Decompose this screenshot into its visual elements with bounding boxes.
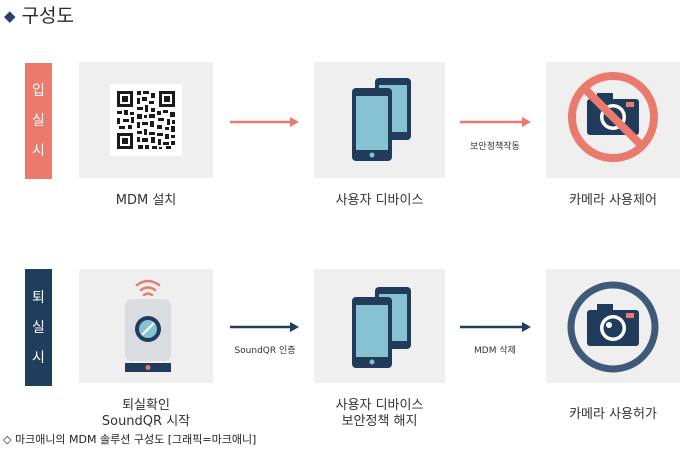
exit-step-user-device-caption-line1: 사용자 디바이스 [335,398,424,413]
exit-step-soundqr-caption-line2: SoundQR 시작 [101,414,191,429]
exit-step-camera-allowed-caption: 카메라 사용허가 [569,407,657,422]
page-title: ◆ 구성도 [4,1,74,28]
title-text: 구성도 [21,5,74,27]
exit-step-user-device-caption: 사용자 디바이스 보안정책 해지 [314,398,445,430]
entry-arrow-1 [230,117,299,127]
exit-arrow-1 [230,322,299,332]
entry-step-camera-control-panel [546,62,680,178]
entry-step-mdm-install-caption: MDM 설치 [115,193,177,208]
figure-caption: ◇ 마크애니의 MDM 솔루션 구성도 [그래픽=마크애니] [3,433,257,446]
entry-step-user-device-panel [314,62,445,178]
entry-step-user-device-caption: 사용자 디바이스 [335,193,424,208]
exit-step-camera-allowed-panel [546,269,680,383]
phones-icon [352,287,411,368]
entry-step-mdm-install-panel [79,62,213,178]
qr-code-icon [110,84,182,156]
soundqr-device-icon [125,279,171,372]
entry-arrow-2-label: 보안정책작동 [470,142,520,152]
entry-badge-label: 입실시 [32,83,45,159]
exit-step-soundqr-panel [79,269,213,383]
entry-step-camera-control-caption: 카메라 사용제어 [569,193,657,208]
phones-icon [352,78,411,161]
entry-arrow-2 [460,117,531,127]
exit-arrow-1-label: SoundQR 인증 [234,346,296,356]
exit-badge: 퇴실시 [25,269,52,386]
exit-arrow-2-label: MDM 삭제 [474,346,516,356]
diamond-icon: ◆ [4,7,16,25]
exit-step-soundqr-caption-line1: 퇴실확인 [122,398,170,413]
exit-step-user-device-caption-line2: 보안정책 해지 [341,414,418,429]
exit-arrow-2 [460,322,531,332]
exit-badge-label: 퇴실시 [32,289,45,366]
camera-allowed-icon [567,281,659,373]
exit-step-soundqr-caption: 퇴실확인 SoundQR 시작 [79,398,213,430]
camera-prohibited-icon [568,72,658,162]
entry-badge: 입실시 [25,63,52,179]
exit-step-user-device-panel [314,269,445,383]
